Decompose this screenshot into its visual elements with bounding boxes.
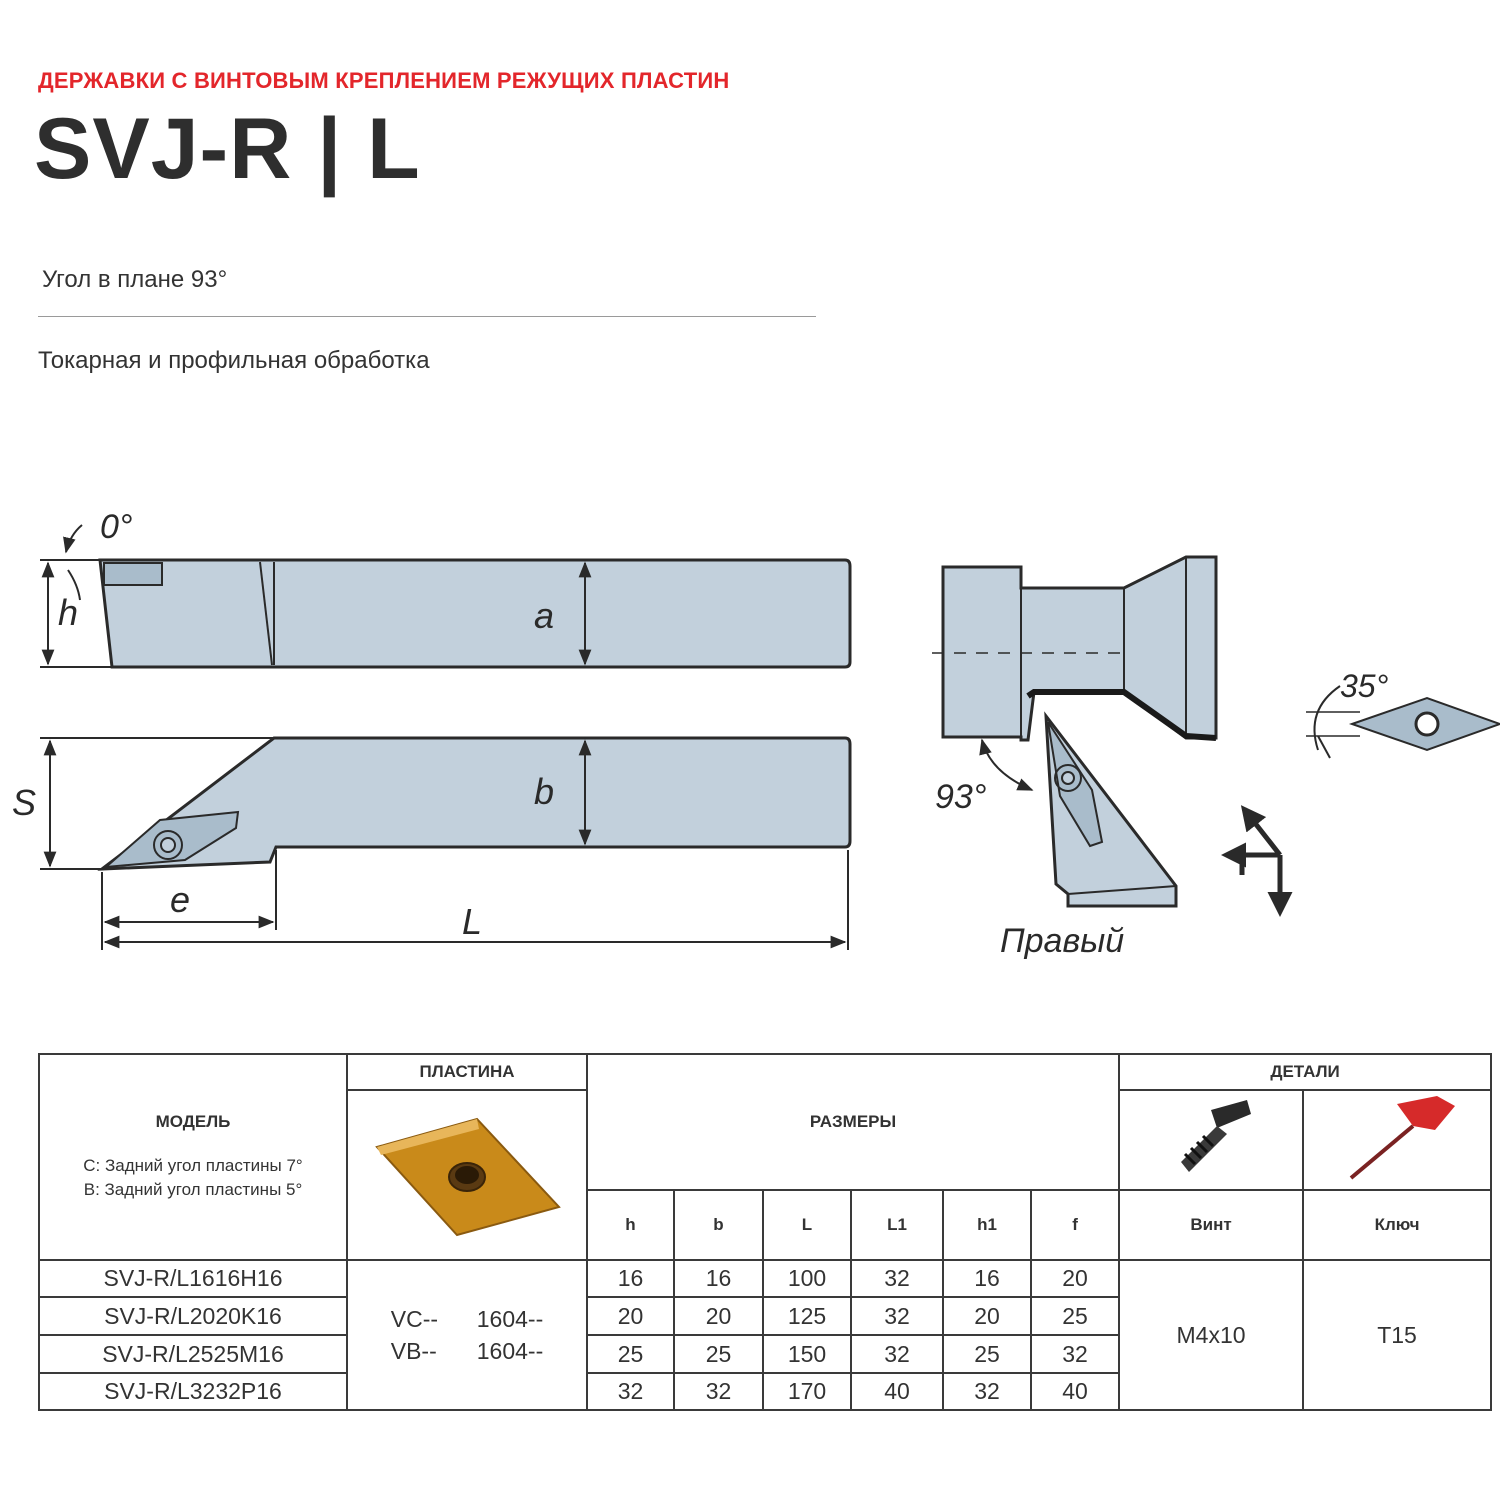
model-header: МОДЕЛЬ	[155, 1112, 231, 1131]
dim-a-label: a	[534, 595, 554, 636]
page-title: SVJ-R | L	[34, 101, 421, 197]
insert-working-icon	[1047, 721, 1104, 848]
table-row: SVJ-R/L2525M16 25 25 150 32 25 32	[38, 1334, 1491, 1374]
insert-size-vc: 1604--	[476, 1306, 544, 1332]
cell-f: 32	[1029, 1334, 1121, 1374]
cell-L1: 32	[850, 1334, 944, 1374]
model-cell: SVJ-R/L1616H16	[38, 1259, 348, 1298]
model-note-b: B: Задний угол пластины 5°	[83, 1180, 303, 1199]
cell-f: 20	[1029, 1259, 1121, 1298]
insert-side-icon	[103, 562, 163, 586]
cell-L1: 40	[850, 1372, 944, 1411]
col-h1: h1	[942, 1189, 1032, 1261]
insert-code-vc: VC--	[390, 1306, 439, 1332]
insert-code-vb: VB--	[390, 1338, 437, 1364]
key-icon	[1349, 1096, 1456, 1180]
dim-e-label: e	[170, 879, 190, 920]
rake-angle-label: 0°	[100, 508, 133, 546]
model-header-cell: МОДЕЛЬ C: Задний угол пластины 7° B: Зад…	[38, 1053, 348, 1261]
cell-b: 20	[673, 1296, 764, 1336]
holder-side-view: 0° h a	[40, 508, 852, 669]
insert-codes-cell: VC-- 1604-- VB-- 1604--	[346, 1259, 588, 1411]
feed-direction-icon	[1221, 805, 1293, 917]
col-h: h	[586, 1189, 675, 1261]
table-row: SVJ-R/L2020K16 20 20 125 32 20 25	[38, 1296, 1491, 1336]
cell-h1: 32	[942, 1372, 1032, 1411]
approach-angle-label: 93°	[935, 778, 986, 816]
screw-value-cell: M4x10	[1118, 1259, 1305, 1411]
insert-header: ПЛАСТИНА	[346, 1053, 588, 1091]
cell-h: 25	[586, 1334, 675, 1374]
insert-image	[375, 1117, 561, 1237]
dim-b-label: b	[534, 771, 554, 812]
cell-L: 170	[762, 1372, 852, 1411]
key-value-cell: T15	[1302, 1259, 1493, 1411]
col-L: L	[762, 1189, 852, 1261]
cell-h1: 20	[942, 1296, 1032, 1336]
table-row: SVJ-R/L3232P16 32 32 170 40 32 40	[38, 1372, 1491, 1411]
screw-image-cell	[1118, 1089, 1305, 1191]
holder-top-view: S b e L	[12, 736, 852, 950]
cell-h1: 25	[942, 1334, 1032, 1374]
cell-L: 125	[762, 1296, 852, 1336]
hand-label: Правый	[1000, 922, 1124, 960]
cell-L: 150	[762, 1334, 852, 1374]
screw-header: Винт	[1118, 1189, 1305, 1261]
dim-s-label: S	[12, 782, 36, 823]
parts-header: ДЕТАЛИ	[1118, 1053, 1493, 1091]
machining-diagram: 93° Правый	[932, 555, 1218, 960]
col-b: b	[673, 1189, 764, 1261]
cell-L1: 32	[850, 1296, 944, 1336]
cell-h: 32	[586, 1372, 675, 1411]
tool-drawing: 0° h a S b e L 93° Прав	[12, 508, 1500, 960]
cell-L: 100	[762, 1259, 852, 1298]
cell-f: 25	[1029, 1296, 1121, 1336]
cell-L1: 32	[850, 1259, 944, 1298]
insert-angle-label: 35°	[1340, 668, 1389, 704]
cell-f: 40	[1029, 1372, 1121, 1411]
usage-text: Токарная и профильная обработка	[38, 347, 430, 374]
cell-h: 16	[586, 1259, 675, 1298]
model-cell: SVJ-R/L2020K16	[38, 1296, 348, 1336]
cell-b: 16	[673, 1259, 764, 1298]
approach-angle-text: Угол в плане 93°	[42, 266, 228, 293]
col-L1: L1	[850, 1189, 944, 1261]
dim-h-label: h	[58, 592, 78, 633]
cell-h: 20	[586, 1296, 675, 1336]
model-note-c: C: Задний угол пластины 7°	[83, 1156, 303, 1175]
spec-table: МОДЕЛЬ C: Задний угол пластины 7° B: Зад…	[38, 1053, 1493, 1411]
insert-size-vb: 1604--	[476, 1338, 544, 1364]
key-image-cell	[1302, 1089, 1493, 1191]
model-cell: SVJ-R/L3232P16	[38, 1372, 348, 1411]
category-title: ДЕРЖАВКИ С ВИНТОВЫМ КРЕПЛЕНИЕМ РЕЖУЩИХ П…	[38, 68, 730, 93]
model-cell: SVJ-R/L2525M16	[38, 1334, 348, 1374]
insert-35-diagram: 35°	[1306, 668, 1500, 759]
table-row: SVJ-R/L1616H16 VC--1604-- VB--1604-- 16 …	[38, 1259, 1493, 1411]
cell-h1: 16	[942, 1259, 1032, 1298]
screw-icon	[1181, 1100, 1252, 1172]
dimensions-header: РАЗМЕРЫ	[585, 1053, 1121, 1191]
dim-L-label: L	[462, 901, 482, 942]
cell-b: 32	[673, 1372, 764, 1411]
insert-image-cell	[346, 1089, 588, 1261]
key-header: Ключ	[1302, 1189, 1493, 1261]
divider	[38, 316, 816, 317]
col-f: f	[1029, 1189, 1121, 1261]
cell-b: 25	[673, 1334, 764, 1374]
